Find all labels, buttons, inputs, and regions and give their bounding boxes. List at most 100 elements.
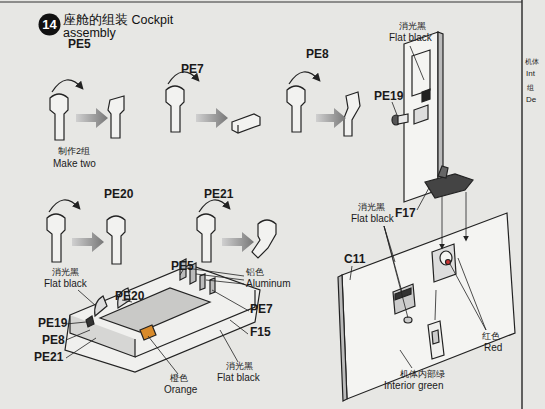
step-arrow — [196, 108, 228, 128]
bulkhead-edge — [338, 275, 347, 401]
color-note: Flat black — [389, 33, 432, 44]
fit-line — [442, 196, 443, 248]
leader-line — [410, 46, 424, 80]
cropped-note: De — [526, 96, 536, 104]
top-part — [438, 166, 448, 178]
part-number: PE20 — [115, 290, 144, 303]
color-note: 消光黑 — [399, 22, 426, 31]
step-arrow — [222, 232, 254, 252]
etched-part — [197, 214, 215, 262]
part-number: PE20 — [104, 188, 133, 201]
bulkhead — [342, 213, 515, 399]
leader-line — [230, 320, 248, 334]
pe19-part — [398, 114, 408, 124]
cockpit-tub — [65, 265, 260, 372]
part-number: PE8 — [42, 334, 65, 347]
step-number: 14 — [38, 13, 61, 36]
color-note: Interior green — [384, 381, 443, 392]
etched-part — [287, 86, 305, 132]
etched-part — [50, 94, 68, 140]
etched-part — [252, 220, 276, 258]
step-arrow — [76, 108, 108, 128]
part-number: PE5 — [171, 260, 194, 273]
part-number: C11 — [344, 253, 365, 266]
leader-line — [78, 290, 96, 306]
panel-detail — [422, 89, 430, 102]
color-note: Flat black — [44, 279, 87, 290]
step-title: 座舱的组装 Cockpit assembly — [63, 14, 181, 40]
color-note: Aluminum — [246, 279, 290, 290]
cropped-note: Int — [526, 70, 535, 78]
mount-detail — [432, 244, 456, 282]
leader-line — [206, 280, 244, 284]
bottom-part — [432, 330, 439, 344]
etched-part — [344, 92, 360, 136]
color-note: Orange — [164, 385, 197, 396]
part-number: PE21 — [34, 351, 63, 364]
leader-line — [66, 330, 90, 340]
color-note: 消光黑 — [226, 362, 253, 371]
instrument-panel — [404, 32, 438, 202]
orange-detail — [140, 325, 156, 340]
bend-arrow — [49, 200, 79, 212]
color-note: 消光黑 — [52, 268, 79, 277]
leader-line — [392, 102, 397, 115]
color-note: 橙色 — [170, 374, 188, 383]
bottom-part — [428, 321, 444, 359]
red-detail — [446, 260, 451, 265]
leader-line — [220, 330, 238, 362]
part-number: PE7 — [250, 303, 273, 316]
pe-part — [95, 296, 107, 316]
part-number: PE21 — [204, 188, 233, 201]
circle-fill — [39, 14, 61, 36]
box-detail — [393, 284, 415, 314]
color-note: Flat black — [351, 214, 394, 225]
leader-line — [400, 350, 412, 368]
etched-part — [47, 214, 65, 262]
bend-arrow — [289, 72, 319, 84]
note: 制作2组 — [58, 147, 90, 156]
leader-line — [458, 258, 486, 330]
step-arrow — [72, 232, 104, 252]
step-number-circle: 14 — [38, 13, 61, 36]
leader-line — [212, 290, 249, 311]
etched-part — [107, 216, 125, 264]
bend-arrow — [52, 80, 82, 92]
leader-line — [350, 266, 352, 280]
color-note: 消光黑 — [358, 203, 385, 212]
etched-part — [232, 114, 260, 133]
panel-border — [521, 0, 523, 409]
pe-part — [86, 316, 94, 327]
step-arrow — [316, 108, 346, 128]
leader-line — [417, 186, 430, 210]
part-number: PE19 — [38, 317, 67, 330]
panel-detail — [414, 105, 428, 124]
fit-line — [466, 192, 467, 240]
console — [100, 288, 210, 332]
color-note: 机体内部绿 — [400, 370, 445, 379]
leader-line — [66, 322, 86, 324]
leader-line — [148, 336, 178, 374]
note: Make two — [53, 159, 96, 170]
part-number: PE8 — [306, 48, 329, 61]
leader-line — [66, 338, 96, 358]
part-number: PE5 — [68, 38, 91, 51]
part-number: PE19 — [374, 90, 403, 103]
cropped-note: 机体 — [525, 58, 539, 65]
color-note: 红色 — [482, 332, 500, 341]
leader-line — [384, 226, 408, 318]
etched-part — [166, 86, 184, 132]
mount-detail — [440, 251, 452, 265]
part-number: F15 — [250, 326, 271, 339]
leader-line — [196, 274, 244, 280]
part-number: PE7 — [181, 63, 204, 76]
fit-line — [435, 290, 436, 320]
bend-arrow — [199, 200, 229, 212]
leader-line — [450, 264, 486, 330]
bend-edge — [237, 125, 238, 133]
leader-line — [186, 268, 244, 276]
color-note: Flat black — [217, 373, 260, 384]
part-number: F17 — [395, 207, 416, 220]
etched-part — [108, 96, 124, 138]
